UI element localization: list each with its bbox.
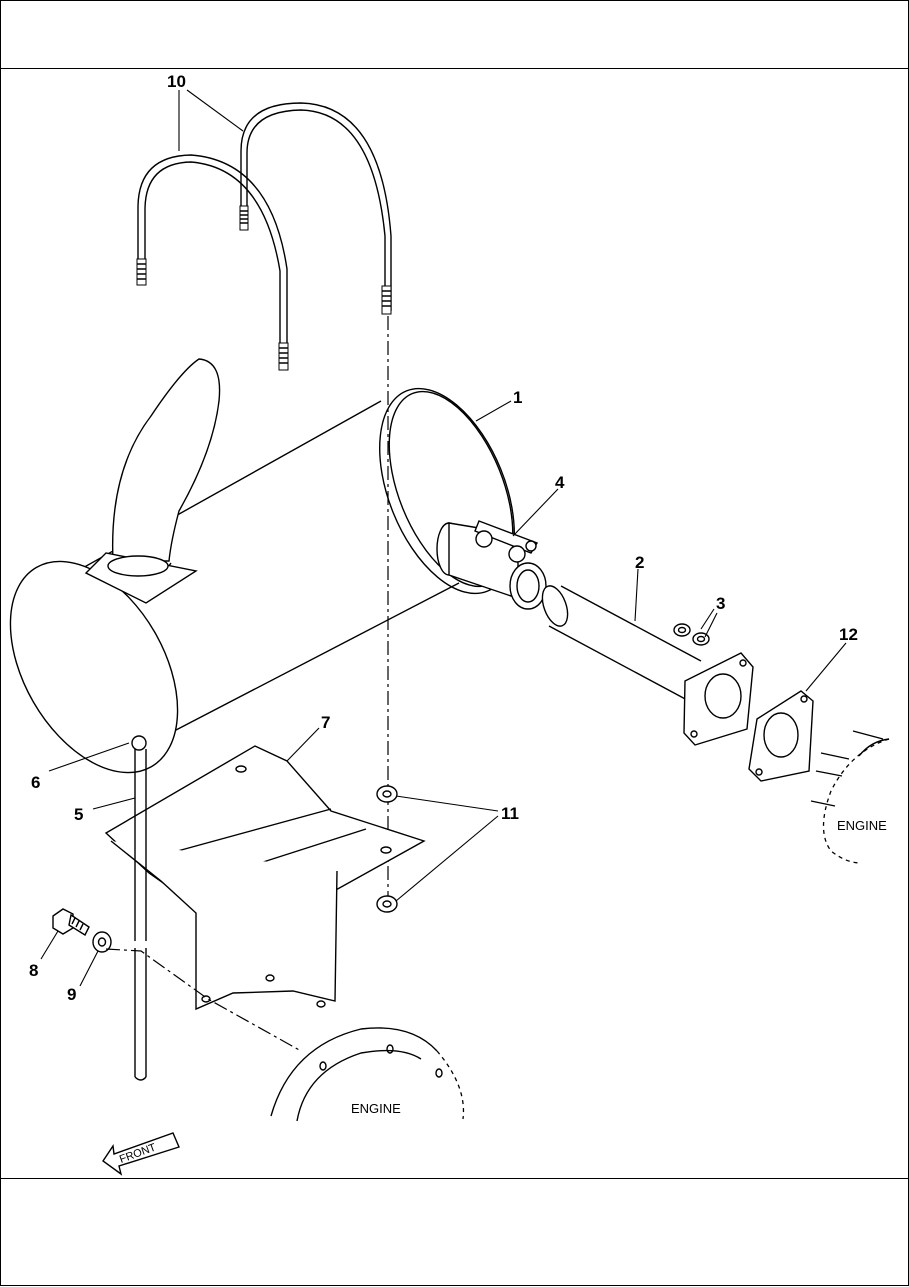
engine-bottom: ENGINE <box>270 1027 465 1122</box>
bolt <box>52 908 90 937</box>
engine-label-bottom: ENGINE <box>351 1101 401 1116</box>
callout-7: 7 <box>321 713 330 732</box>
exhaust-pipe <box>541 585 754 746</box>
drain-tube <box>134 749 147 1081</box>
lock-nuts <box>376 785 398 913</box>
footer-band <box>1 1178 908 1286</box>
header-band <box>1 1 908 69</box>
callout-12: 12 <box>839 625 858 644</box>
gasket <box>748 690 814 782</box>
nut-pair <box>673 623 710 646</box>
callout-1: 1 <box>513 388 522 407</box>
muffler <box>9 358 515 774</box>
clamp <box>436 520 547 610</box>
mounting-bracket <box>104 745 426 1011</box>
front-arrow: FRONT <box>102 1132 180 1176</box>
u-bolt-rear <box>239 102 392 315</box>
callout-9: 9 <box>67 985 76 1004</box>
callout-3: 3 <box>716 594 725 613</box>
callout-6: 6 <box>31 773 40 792</box>
callout-10: 10 <box>167 72 186 91</box>
engine-label-right: ENGINE <box>837 818 887 833</box>
washer <box>92 931 112 953</box>
callout-11: 11 <box>501 804 519 823</box>
u-bolt-front <box>136 154 289 371</box>
callout-8: 8 <box>29 961 38 980</box>
leader-lines <box>40 89 847 987</box>
callout-numbers: 10 1 4 2 3 12 7 6 5 11 8 9 <box>29 72 858 1004</box>
callout-5: 5 <box>74 805 83 824</box>
callout-4: 4 <box>555 473 565 492</box>
callout-2: 2 <box>635 553 644 572</box>
engine-right: ENGINE <box>810 730 890 864</box>
